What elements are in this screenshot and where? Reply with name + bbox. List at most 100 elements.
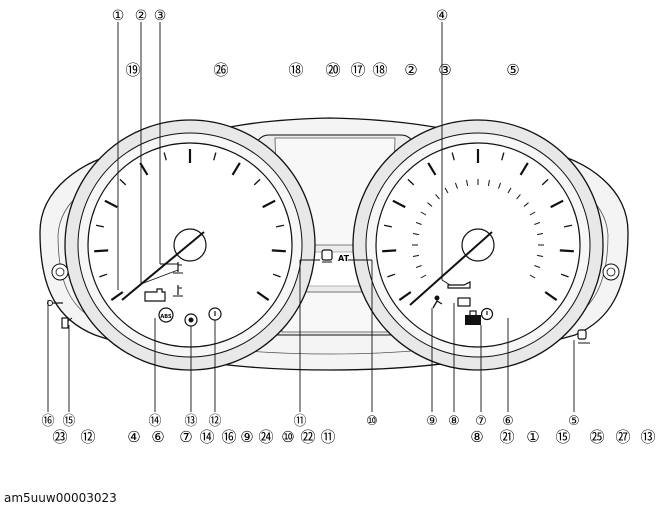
callout-bottom: ⑦ bbox=[179, 428, 192, 446]
callout-upper: ⑰ bbox=[350, 61, 365, 79]
right-gauge-inner-tick bbox=[529, 274, 536, 279]
callout-upper: ⑤ bbox=[506, 61, 519, 79]
right-gauge-inner-tick bbox=[412, 233, 419, 236]
cluster-svg: ABS AT bbox=[39, 8, 656, 446]
right-gauge-inner-dots bbox=[412, 179, 544, 279]
callout-bottom: ㉔ bbox=[258, 428, 273, 446]
brake-warning-icon bbox=[184, 313, 198, 327]
key-indicator-icon bbox=[47, 300, 63, 306]
left-gauge-tick bbox=[271, 249, 286, 253]
callout-bottom: ⑮ bbox=[555, 428, 570, 446]
abs-warning-icon: ABS bbox=[158, 307, 174, 323]
right-gauge-tick bbox=[451, 152, 455, 161]
callout-bottom: ⑨ bbox=[240, 428, 253, 446]
right-gauge-tick bbox=[387, 273, 396, 278]
callout-bottom: ⑬ bbox=[640, 428, 655, 446]
left-gauge-needle bbox=[121, 231, 205, 301]
right-gauge-inner-tick bbox=[498, 182, 502, 189]
callout-bottom: ㉑ bbox=[499, 428, 514, 446]
right-gauge-tick bbox=[392, 199, 406, 209]
callout-lower: ⑭ bbox=[148, 414, 161, 429]
security-lock-icon bbox=[465, 310, 481, 325]
callout-lower: ⑩ bbox=[366, 414, 378, 429]
right-gauge-ticks bbox=[382, 149, 574, 301]
left-gauge-tick bbox=[275, 224, 285, 228]
coolant-temp-low-icon bbox=[173, 285, 183, 297]
left-gauge-tick bbox=[213, 152, 217, 161]
right-gauge-tick bbox=[501, 152, 505, 161]
left-gauge-tick bbox=[163, 152, 167, 161]
left-gauge-tick bbox=[253, 178, 261, 186]
callout-bottom: ⑥ bbox=[151, 428, 164, 446]
right-gauge-inner-tick bbox=[507, 187, 512, 194]
callout-bottom: ⑪ bbox=[320, 428, 335, 446]
master-warning-icon bbox=[480, 307, 494, 321]
cruise-indicator-icon bbox=[321, 249, 333, 263]
right-gauge-inner-tick bbox=[415, 265, 422, 269]
left-gauge-tick bbox=[99, 273, 108, 278]
callout-bottom: ① bbox=[526, 428, 539, 446]
left-gauge-tick bbox=[231, 162, 241, 176]
right-gauge-tick bbox=[550, 199, 564, 209]
right-gauge-inner-tick bbox=[537, 254, 544, 257]
right-gauge-tick bbox=[398, 291, 412, 301]
right-gauge-inner-tick bbox=[466, 179, 469, 186]
right-gauge-tick bbox=[541, 178, 549, 186]
right-gauge-inner-tick bbox=[516, 194, 521, 200]
right-gauge-inner-tick bbox=[529, 211, 536, 216]
callout-lower: ⑤ bbox=[568, 414, 580, 429]
speed-limit-icon bbox=[577, 329, 590, 344]
left-gauge-tick bbox=[94, 249, 109, 253]
callout-top: ④ bbox=[436, 8, 449, 24]
callout-upper: ③ bbox=[438, 61, 451, 79]
left-gauge-tick bbox=[262, 199, 276, 209]
left-gauge-tick bbox=[95, 224, 105, 228]
right-gauge-inner-tick bbox=[415, 221, 422, 225]
right-gauge-inner-tick bbox=[427, 202, 433, 207]
right-gauge-inner-tick bbox=[412, 254, 419, 257]
callout-upper: ⑳ bbox=[325, 61, 340, 79]
right-gauge-tick bbox=[383, 224, 393, 228]
callout-lower: ⑥ bbox=[502, 414, 514, 429]
at-indicator: AT bbox=[338, 254, 350, 263]
callout-lower: ⑯ bbox=[41, 414, 54, 429]
leader-lines bbox=[47, 22, 575, 412]
right-gauge-inner-tick bbox=[420, 274, 427, 279]
airbag-warning-icon bbox=[432, 295, 443, 309]
right-gauge-inner-tick bbox=[523, 202, 529, 207]
right-gauge-tick bbox=[407, 178, 415, 186]
callout-top: ② bbox=[135, 8, 148, 24]
right-gauge-inner-tick bbox=[435, 194, 440, 200]
right-gauge-tick bbox=[382, 249, 397, 253]
left-gauge-tick bbox=[119, 178, 127, 186]
callout-bottom: ㉗ bbox=[615, 428, 630, 446]
right-gauge-inner-tick bbox=[420, 211, 427, 216]
oil-pressure-icon bbox=[447, 281, 471, 289]
right-gauge-inner-tick bbox=[534, 265, 541, 269]
right-gauge-inner-tick bbox=[534, 221, 541, 225]
right-gauge-needle bbox=[409, 231, 493, 306]
check-engine-icon bbox=[144, 288, 166, 302]
right-gauge-inner-tick bbox=[537, 233, 544, 236]
right-gauge-tick bbox=[560, 273, 569, 278]
svg-text:ABS: ABS bbox=[160, 314, 172, 320]
callout-lower: ⑬ bbox=[184, 414, 197, 429]
figure-caption: am5uuw00003023 bbox=[4, 491, 117, 505]
left-gauge-tick bbox=[256, 291, 270, 301]
right-gauge-inner-tick bbox=[454, 182, 458, 189]
left-gauge-tick bbox=[104, 199, 118, 209]
callout-lower: ⑧ bbox=[448, 414, 460, 429]
right-gauge-tick bbox=[519, 162, 529, 176]
callout-lower: ⑪ bbox=[293, 414, 306, 429]
callout-top: ③ bbox=[154, 8, 167, 24]
callout-upper: ⑱ bbox=[372, 61, 387, 79]
callout-lower: ⑨ bbox=[426, 414, 438, 429]
right-trip-knob bbox=[602, 263, 620, 281]
callout-upper: ② bbox=[404, 61, 417, 79]
callout-bottom: ㉕ bbox=[589, 428, 604, 446]
left-gauge-ticks bbox=[94, 149, 286, 301]
callout-bottom: ⑧ bbox=[470, 428, 483, 446]
callout-lower: ⑦ bbox=[475, 414, 487, 429]
